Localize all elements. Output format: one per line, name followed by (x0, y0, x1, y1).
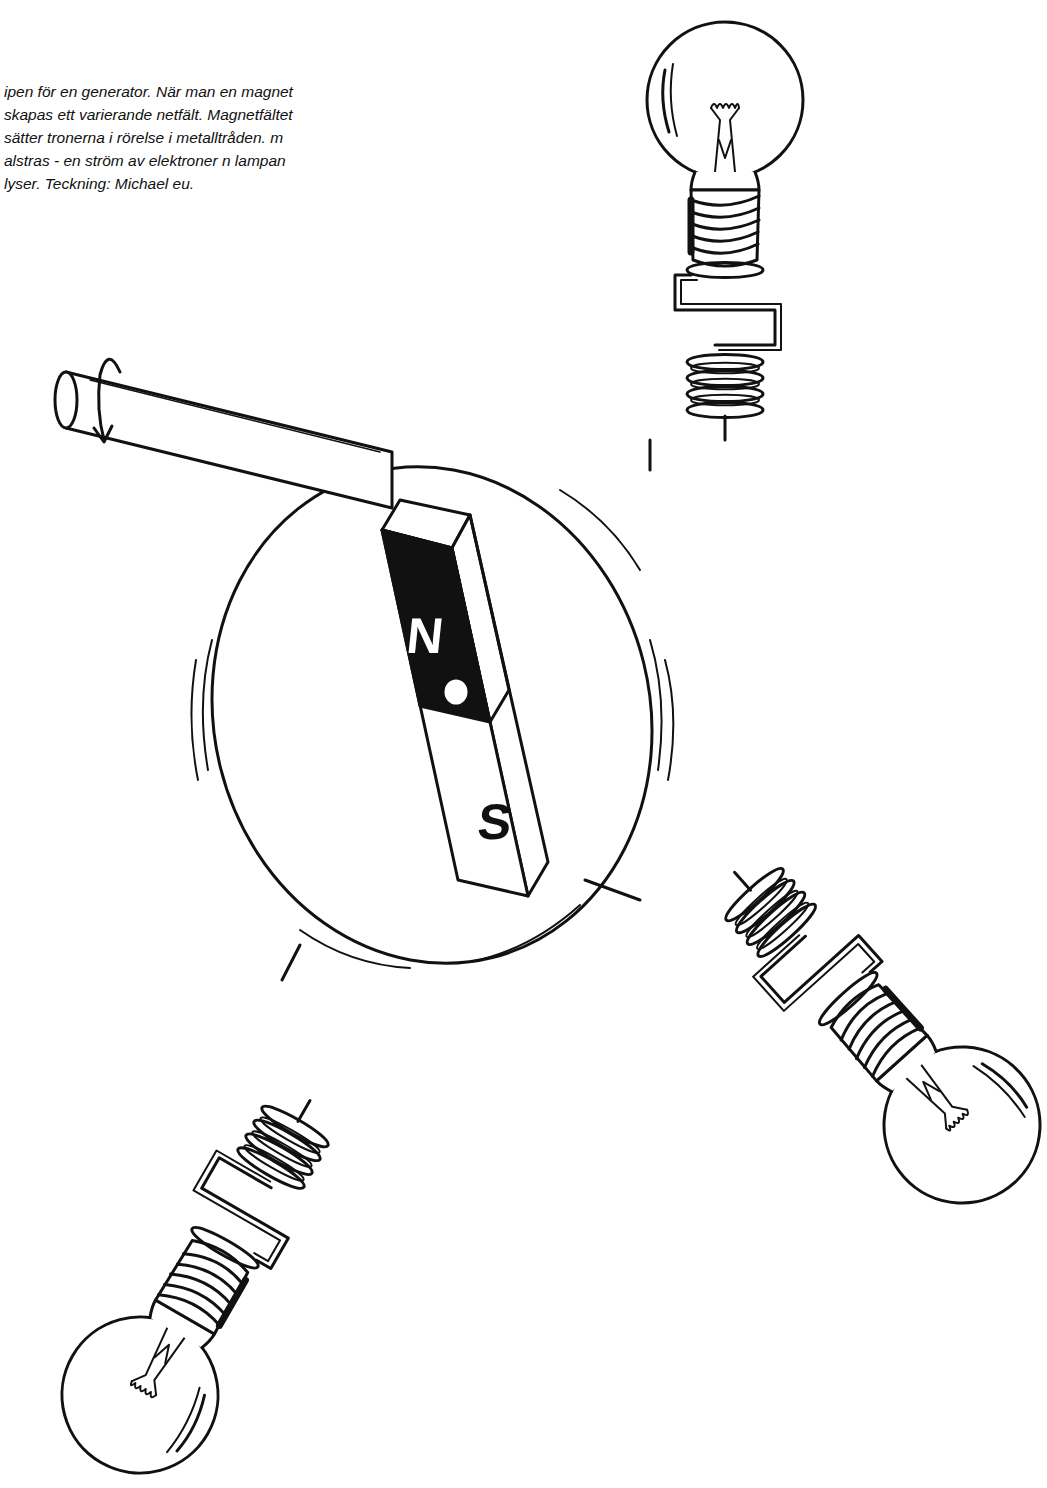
south-pole-label: S (475, 797, 514, 847)
north-pole-label: N (404, 611, 445, 661)
figure-caption: ipen för en generator. När man en magnet… (4, 80, 304, 195)
